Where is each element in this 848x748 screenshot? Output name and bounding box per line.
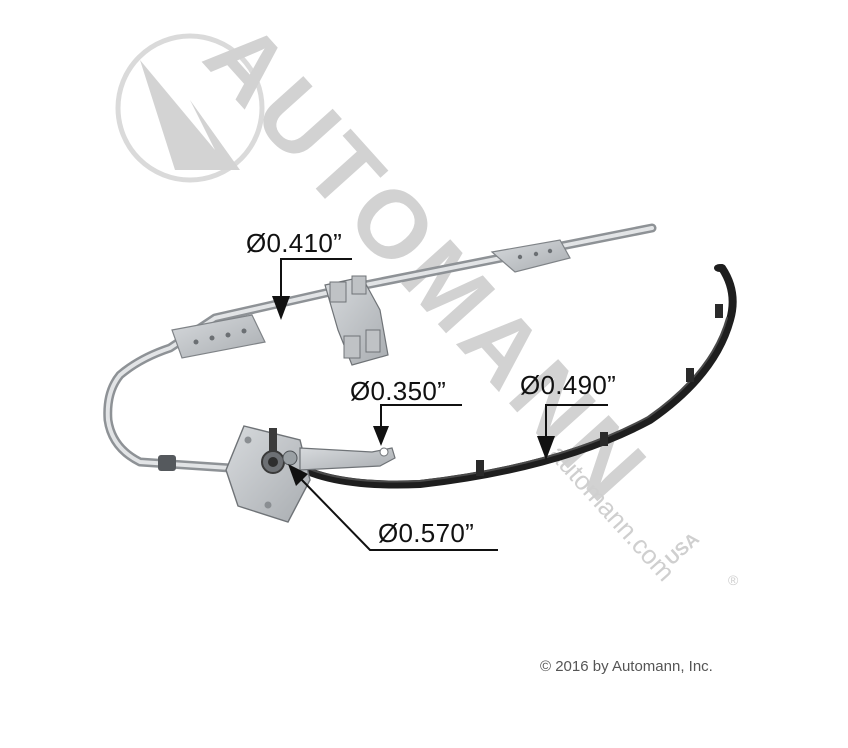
arrow-rod-icon (272, 296, 290, 320)
window-regulator-rod (103, 223, 657, 473)
arrow-drive-icon (288, 464, 308, 486)
arrow-cable-icon (537, 436, 555, 460)
rod-bracket-right (490, 239, 571, 273)
glass-clip-assembly (324, 275, 389, 366)
annotation-arrowheads (272, 296, 555, 486)
arrow-hole-icon (373, 426, 389, 446)
rod-bracket-left (171, 314, 266, 359)
dimension-rod-label: Ø0.410” (246, 228, 343, 258)
dimension-drive-label: Ø0.570” (378, 518, 475, 548)
watermark-registered-mark: ® (728, 572, 739, 588)
dimension-hole-label: Ø0.350” (350, 376, 447, 406)
copyright-notice: © 2016 by Automann, Inc. (540, 658, 713, 675)
dimension-cable-label: Ø0.490” (520, 370, 617, 400)
watermark-logo-icon (115, 33, 265, 183)
annotation-leaders (280, 258, 608, 551)
